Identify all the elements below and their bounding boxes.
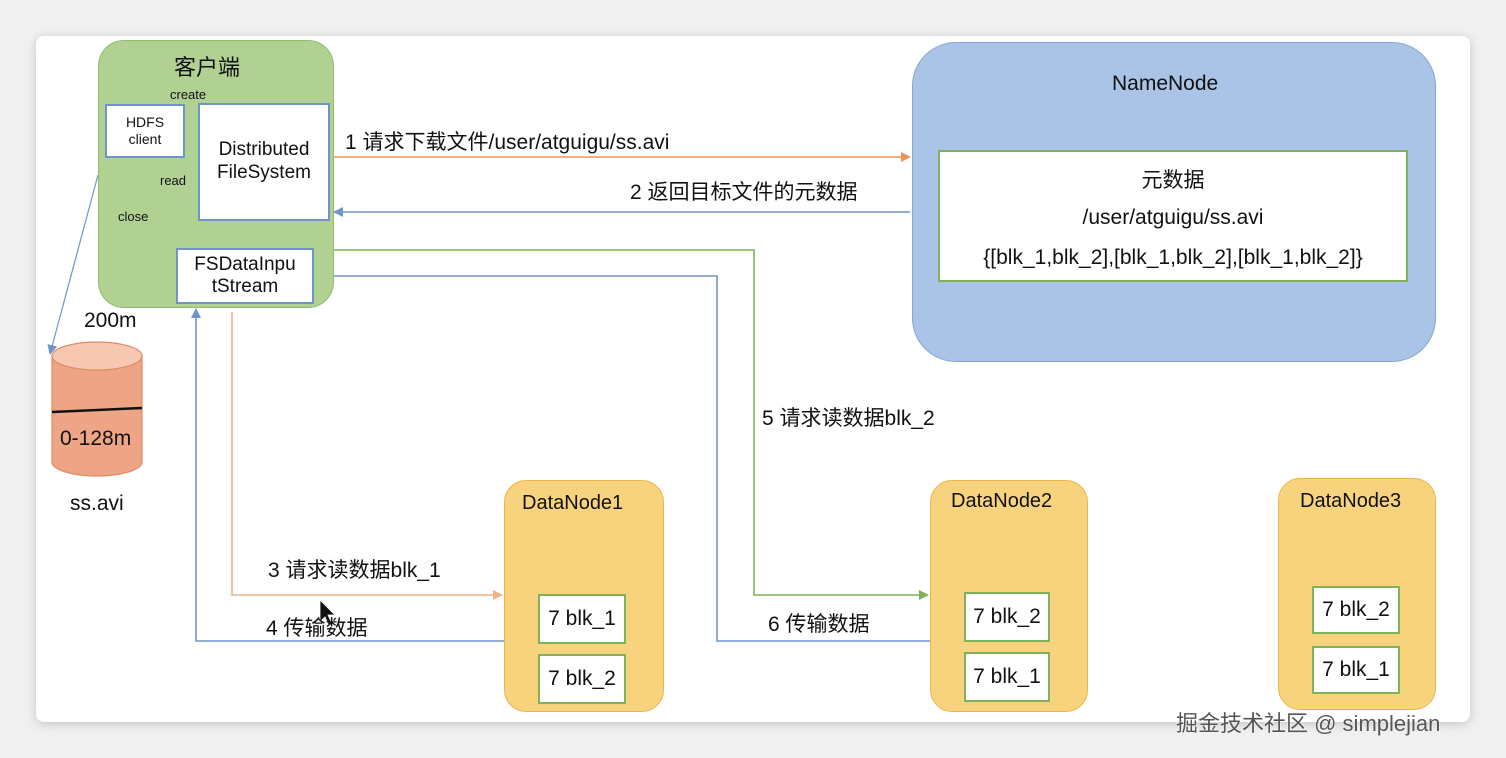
step2-label: 2 返回目标文件的元数据 xyxy=(630,181,858,204)
file-size-label: 200m xyxy=(84,309,137,332)
metadata-title: 元数据 xyxy=(1141,169,1205,192)
step6-label: 6 传输数据 xyxy=(768,613,870,636)
close-label: close xyxy=(118,209,149,224)
metadata-blocks: {[blk_1,blk_2],[blk_1,blk_2],[blk_1,blk_… xyxy=(983,246,1363,269)
fsdatainputstream-box: FSDataInpu tStream xyxy=(176,248,314,304)
step1-label: 1 请求下载文件/user/atguigu/ss.avi xyxy=(345,131,670,154)
metadata-box: 元数据 /user/atguigu/ss.avi {[blk_1,blk_2],… xyxy=(938,150,1408,282)
client-title: 客户端 xyxy=(174,55,241,80)
datanode2-block-2: 7 blk_1 xyxy=(964,652,1050,702)
arrow-step6 xyxy=(315,271,930,642)
metadata-path: /user/atguigu/ss.avi xyxy=(1082,206,1264,229)
namenode-title: NameNode xyxy=(1112,72,1219,95)
create-label: create xyxy=(170,87,207,102)
read-label: read xyxy=(160,173,187,188)
arrow-step5 xyxy=(314,249,929,600)
datanode1-block-1: 7 blk_1 xyxy=(538,594,626,644)
hdfs-client-box: HDFS client xyxy=(105,104,185,158)
datanode3-block-1: 7 blk_2 xyxy=(1312,586,1400,634)
file-cylinder-icon xyxy=(51,341,143,477)
arrow-step3 xyxy=(231,312,503,600)
file-name-label: ss.avi xyxy=(70,492,124,515)
datanode1-title: DataNode1 xyxy=(522,492,624,514)
distributed-filesystem-box: Distributed FileSystem xyxy=(198,103,330,221)
datanode2-title: DataNode2 xyxy=(951,490,1053,512)
datanode3-block-2: 7 blk_1 xyxy=(1312,646,1400,694)
arrow-client-file xyxy=(47,174,99,355)
datanode2-block-1: 7 blk_2 xyxy=(964,592,1050,642)
watermark: 掘金技术社区 @ simplejian xyxy=(1176,711,1441,736)
step5-label: 5 请求读数据blk_2 xyxy=(762,407,935,430)
mouse-cursor-icon xyxy=(319,599,336,627)
datanode3-title: DataNode3 xyxy=(1300,490,1402,512)
step3-label: 3 请求读数据blk_1 xyxy=(268,559,441,582)
datanode1-block-2: 7 blk_2 xyxy=(538,654,626,704)
arrow-step4 xyxy=(191,308,504,642)
file-range-label: 0-128m xyxy=(60,427,132,450)
step4-label: 4 传输数据 xyxy=(266,617,368,640)
